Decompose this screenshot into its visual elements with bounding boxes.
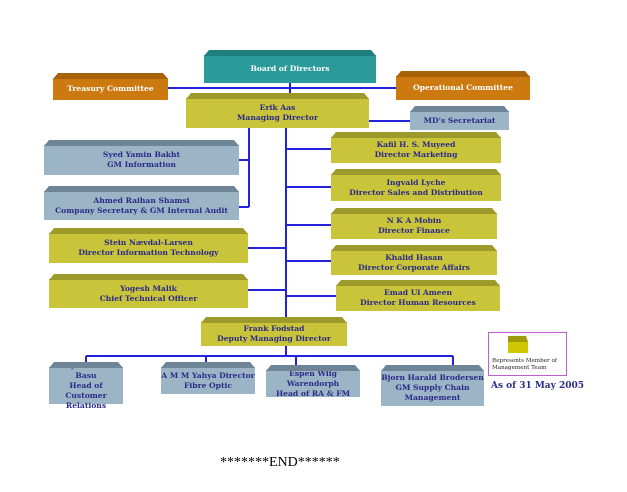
report-line1: Bjorn Harald Brodersen [381,373,484,382]
director-title: Chief Technical Officer [99,293,198,303]
director-name: Ingvald Lyche [386,177,446,187]
director-title: Director Finance [378,226,450,235]
gm-title: GM Information [107,160,176,169]
operational-committee-box: Operational Committee [396,76,530,100]
gm-name: Ahmed Raihan Shamsi [93,195,190,205]
report-box: A M M Yahya Director Fibre Optic [161,367,255,394]
director-box: N K A Mobin Director Finance [331,213,497,239]
report-line2: Head of Customer [65,380,107,400]
md-name: Erik Aas [259,103,296,112]
report-line3: Relations [65,400,107,410]
director-name: Emad Ul Ameen [384,288,452,297]
treasury-committee-box: Treasury Committee [53,78,168,100]
director-title: Director Sales and Distribution [349,187,483,197]
board-of-directors-box: Board of Directors [204,55,376,83]
dmd-name: Frank Fodstad [243,324,305,333]
director-box: Kafil H. S. Muyeed Director Marketing [331,137,501,163]
director-name: N K A Mobin [386,216,442,225]
deputy-md-box: Frank Fodstad Deputy Managing Director [201,322,347,346]
director-box: Stein Nævdal-Larsen Director Information… [49,233,248,263]
management-team-swatch-icon [508,341,528,353]
md-secretariat-box: MD's Secretariat [410,111,509,130]
report-line1: Bidyut Kumar Basu [56,360,116,380]
director-title: Director Marketing [374,150,458,159]
director-name: Yogesh Malik [120,283,177,293]
md-secretariat-label: MD's Secretariat [423,115,496,125]
director-box: Khalid Hasan Director Corporate Affairs [331,250,497,275]
gm-title: Company Secretary & GM Internal Audit [55,205,228,215]
legend-text: Represents Member of Management Team [492,358,557,371]
end-marker: *******END****** [220,455,340,470]
director-title: Director Human Resources [360,298,476,307]
director-name: Kafil H. S. Muyeed [376,140,456,149]
report-line3: Management [404,393,461,402]
report-line2: GM Supply Chain [395,383,470,392]
director-box: Emad Ul Ameen Director Human Resources [336,285,500,311]
treasury-label: Treasury Committee [67,84,154,93]
director-name: Khalid Hasan [385,252,443,262]
director-name: Stein Nævdal-Larsen [104,238,193,247]
board-label: Board of Directors [250,64,330,73]
director-box: Yogesh Malik Chief Technical Officer [49,279,248,308]
report-line1: Espen Wiig Warendorph [286,368,340,388]
as-of-date: As of 31 May 2005 [491,381,585,391]
report-box: Espen Wiig Warendorph Head of RA & FM [266,368,360,398]
md-title: Managing Director [237,113,318,122]
report-box: Bidyut Kumar Basu Head of Customer Relat… [49,361,123,410]
operational-label: Operational Committee [413,83,513,92]
dmd-title: Deputy Managing Director [217,334,331,343]
managing-director-box: Erik Aas Managing Director [186,98,369,128]
director-box: Ingvald Lyche Director Sales and Distrib… [331,174,501,201]
report-box: Bjorn Harald Brodersen GM Supply Chain M… [381,370,484,406]
gm-name: Syed Yamin Bakht [102,150,181,159]
report-line2: Head of RA & FM [276,388,350,398]
director-title: Director Corporate Affairs [358,262,470,272]
gm-box: Syed Yamin Bakht GM Information [44,145,239,175]
gm-box: Ahmed Raihan Shamsi Company Secretary & … [44,191,239,220]
legend: Represents Member of Management Team [488,332,567,376]
report-line2: Fibre Optic [183,380,232,390]
director-title: Director Information Technology [78,248,219,257]
report-line1: A M M Yahya Director [161,370,255,380]
